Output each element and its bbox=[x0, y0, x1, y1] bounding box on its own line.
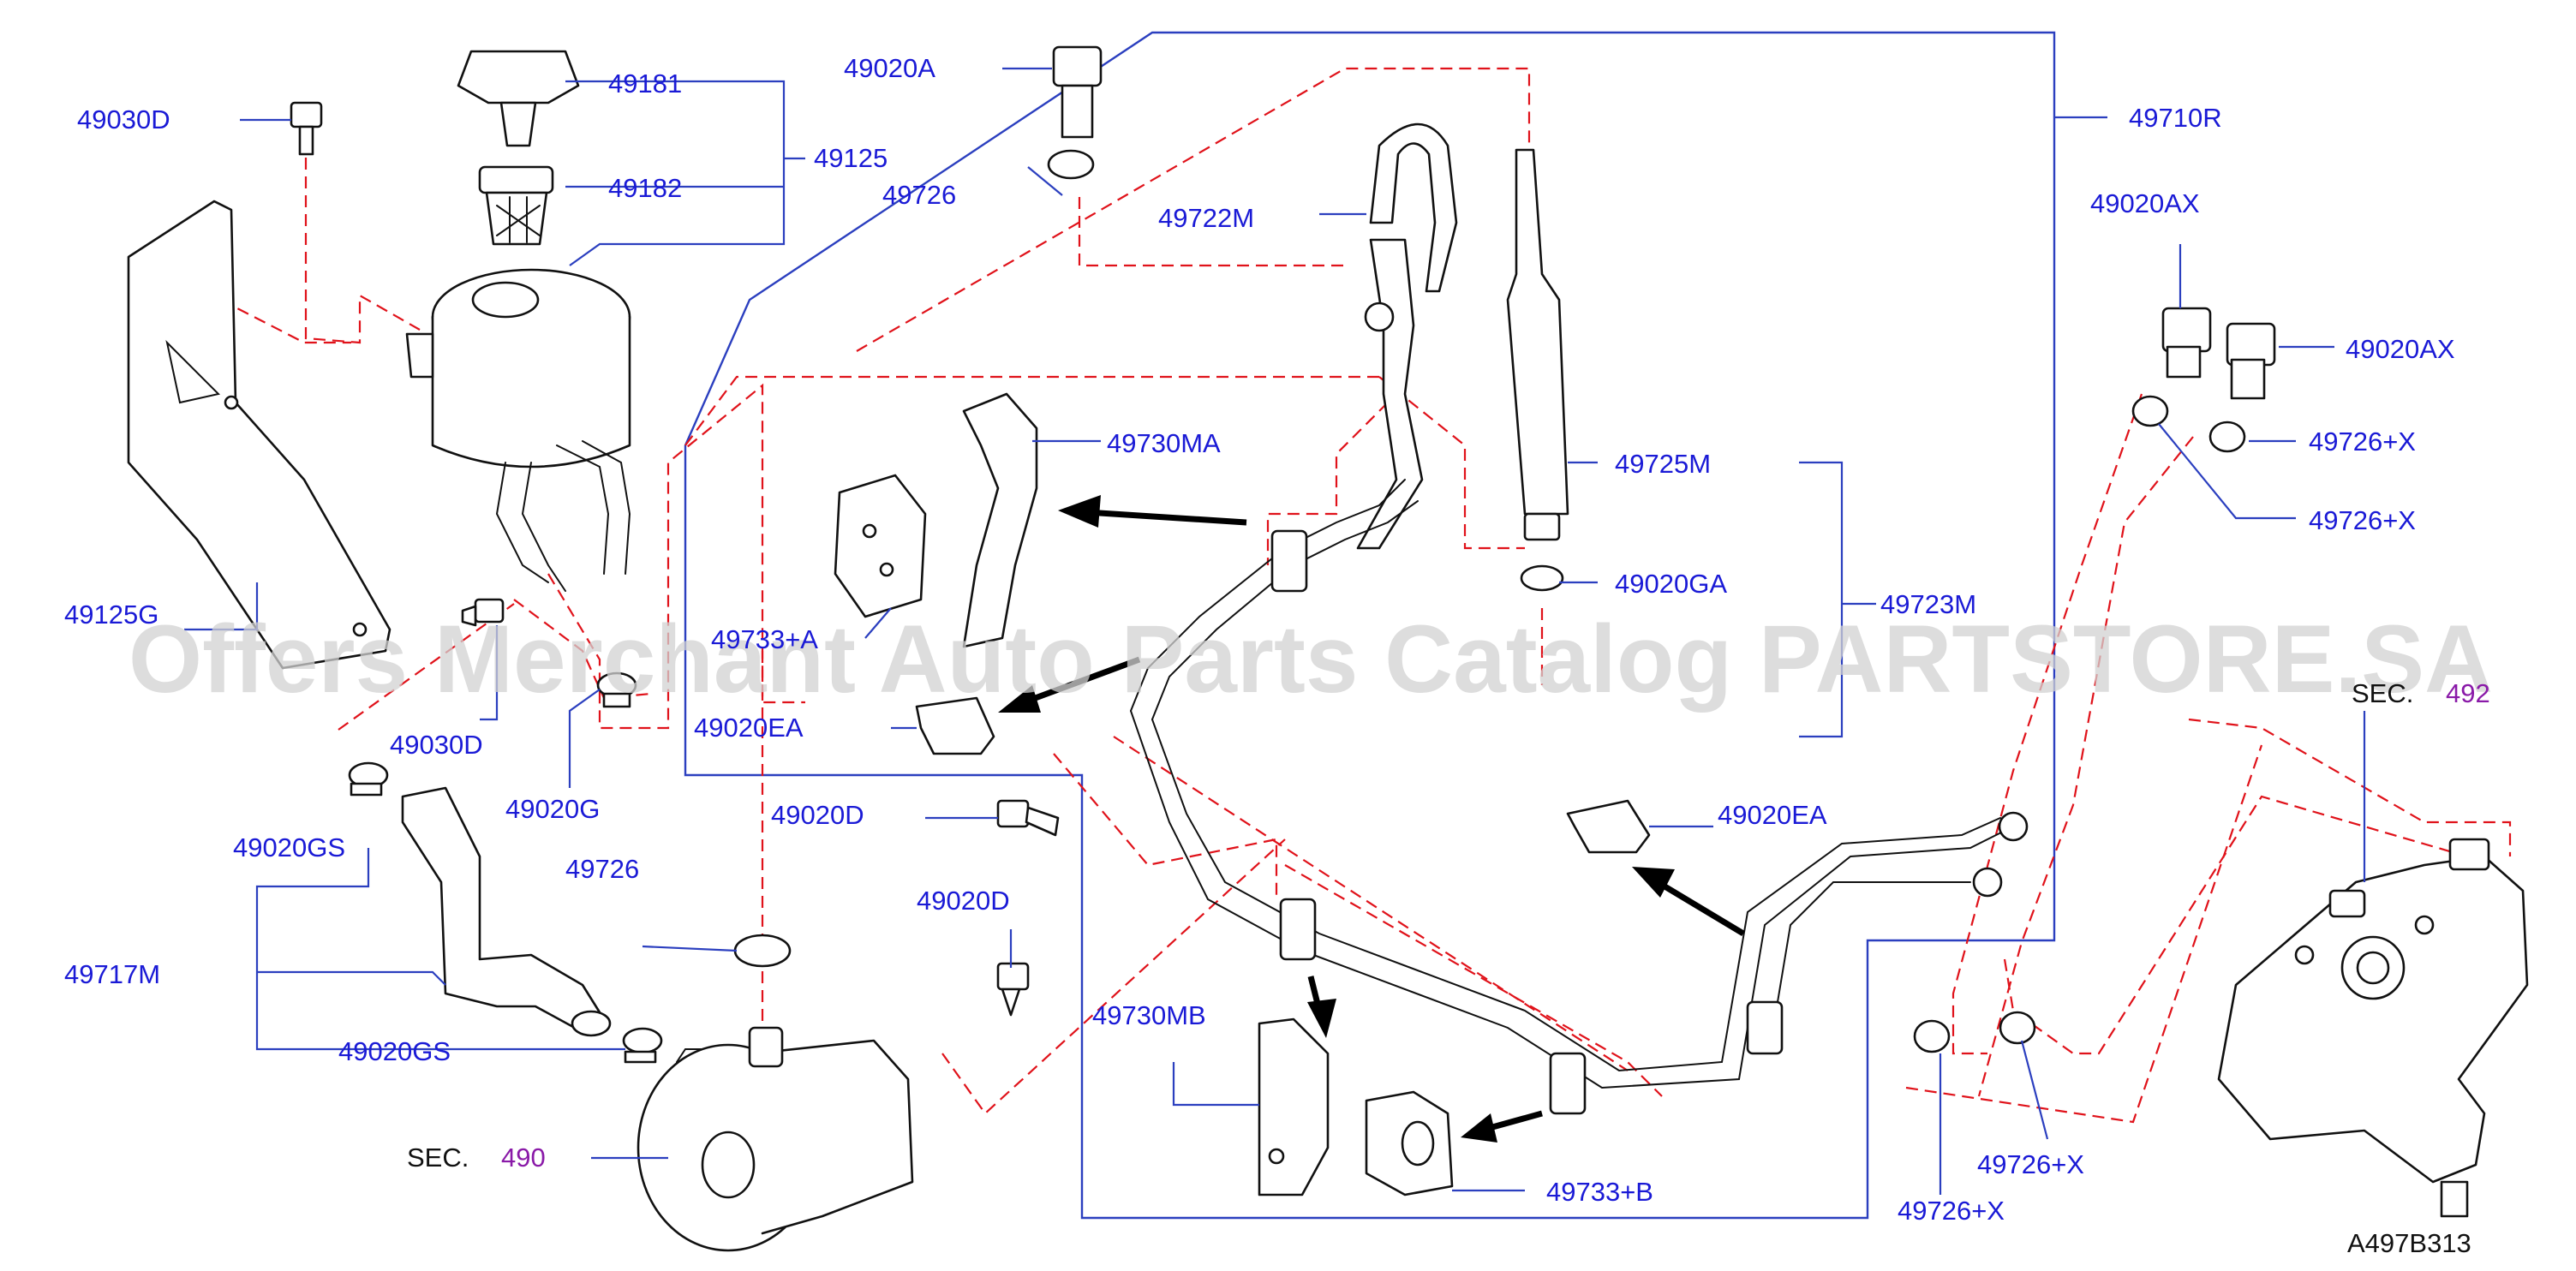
clip-49020EA-right bbox=[1566, 799, 1651, 854]
part-label-49030D-bottom[interactable]: 49030D bbox=[390, 730, 483, 760]
section-ref-490[interactable]: 490 bbox=[501, 1143, 546, 1173]
eye-bolt-49020AX-1 bbox=[2161, 307, 2212, 379]
section-prefix-pump: SEC. bbox=[407, 1143, 469, 1173]
group-frame-49710R bbox=[684, 31, 2056, 1220]
part-label-49733A[interactable]: 49733+A bbox=[711, 624, 818, 654]
clamp-49020GS-bottom bbox=[622, 1027, 663, 1064]
pressure-hose-49722M bbox=[1356, 122, 1458, 550]
part-label-49726X-1[interactable]: 49726+X bbox=[2309, 427, 2416, 456]
part-label-49710R[interactable]: 49710R bbox=[2129, 103, 2222, 133]
section-references: SEC. 490 SEC. 492 bbox=[407, 678, 2490, 1173]
reservoir-cap-49181 bbox=[457, 50, 580, 147]
insulator-49733A bbox=[834, 474, 927, 618]
part-label-49730MA[interactable]: 49730MA bbox=[1107, 428, 1221, 458]
reservoir-tank-49125 bbox=[405, 268, 631, 592]
part-label-49020D-upper[interactable]: 49020D bbox=[771, 800, 864, 830]
catalog-watermark: Offers Merchant Auto Parts Catalog PARTS… bbox=[129, 606, 2493, 713]
part-label-49020G[interactable]: 49020G bbox=[505, 794, 600, 824]
bolt-49030D-bottom bbox=[461, 598, 505, 627]
part-label-49726X-2[interactable]: 49726+X bbox=[2309, 505, 2416, 535]
clamp-49020GS-top bbox=[348, 761, 389, 797]
part-label-49125G[interactable]: 49125G bbox=[64, 600, 158, 630]
washer-49726X-3 bbox=[1913, 1019, 1951, 1053]
part-label-49020EA-right[interactable]: 49020EA bbox=[1718, 800, 1827, 830]
part-label-49181[interactable]: 49181 bbox=[608, 69, 682, 98]
return-hose-49725M bbox=[1506, 148, 1569, 541]
bracket-49125G bbox=[127, 200, 391, 670]
washer-49726X-1 bbox=[2131, 395, 2169, 427]
leader-lines bbox=[184, 67, 2366, 1195]
steering-gear-box bbox=[2217, 838, 2529, 1218]
section-prefix-gear: SEC. bbox=[2352, 678, 2413, 708]
part-label-49717M[interactable]: 49717M bbox=[64, 959, 160, 989]
part-labels: 49030D 49181 49125 49182 49125G 49030D 4… bbox=[64, 53, 2455, 1226]
washer-49726X-2 bbox=[2208, 421, 2246, 453]
eye-bolt-49020A bbox=[1052, 45, 1103, 139]
part-label-49726X-4[interactable]: 49726+X bbox=[1898, 1196, 2005, 1226]
suction-hose-49717M bbox=[401, 786, 612, 1037]
part-label-49725M[interactable]: 49725M bbox=[1615, 449, 1711, 479]
strainer-49182 bbox=[478, 165, 554, 246]
clamp-49020G bbox=[596, 671, 637, 708]
part-label-49020GS-top[interactable]: 49020GS bbox=[233, 832, 345, 862]
part-label-49020D-lower[interactable]: 49020D bbox=[917, 886, 1010, 916]
part-label-49182[interactable]: 49182 bbox=[608, 173, 682, 203]
bolt-49030D-top bbox=[290, 101, 323, 156]
part-label-49020AX-1[interactable]: 49020AX bbox=[2090, 188, 2200, 218]
part-label-49125[interactable]: 49125 bbox=[814, 143, 888, 173]
part-label-49723M[interactable]: 49723M bbox=[1880, 589, 1976, 619]
section-ref-492[interactable]: 492 bbox=[2446, 678, 2490, 708]
washer-49726X-4 bbox=[1999, 1011, 2036, 1045]
part-label-49030D-top[interactable]: 49030D bbox=[77, 104, 170, 134]
part-label-49733B[interactable]: 49733+B bbox=[1546, 1177, 1653, 1207]
diagram-code: A497B313 bbox=[2347, 1228, 2471, 1258]
washer-49726-mid bbox=[733, 934, 792, 968]
part-label-49020A[interactable]: 49020A bbox=[844, 53, 935, 83]
clip-49020EA-left bbox=[915, 696, 995, 755]
arrows bbox=[998, 495, 1745, 1143]
power-steering-pump bbox=[637, 1026, 914, 1252]
part-label-49020GA[interactable]: 49020GA bbox=[1615, 569, 1727, 599]
part-label-49730MB[interactable]: 49730MB bbox=[1092, 1000, 1206, 1030]
tube-assembly-49710R bbox=[1130, 479, 2029, 1115]
part-label-49726-top[interactable]: 49726 bbox=[882, 180, 956, 210]
insulator-49733B bbox=[1365, 1090, 1454, 1196]
part-label-49020GS-bottom[interactable]: 49020GS bbox=[338, 1036, 451, 1066]
clamp-49020GA bbox=[1520, 564, 1564, 592]
washer-49726-top bbox=[1047, 149, 1095, 180]
part-label-49726X-3[interactable]: 49726+X bbox=[1977, 1149, 2084, 1179]
clip-49730MA bbox=[962, 392, 1038, 648]
part-label-49020AX-2[interactable]: 49020AX bbox=[2346, 334, 2455, 364]
hidden-lines bbox=[136, 67, 2512, 1124]
part-label-49726-mid[interactable]: 49726 bbox=[565, 854, 639, 884]
eye-bolt-49020AX-2 bbox=[2226, 322, 2276, 400]
bolt-49020D-upper bbox=[996, 799, 1060, 837]
bolt-49020D-lower bbox=[996, 962, 1030, 1017]
clip-49730MB bbox=[1258, 1017, 1330, 1196]
part-label-49020EA-left[interactable]: 49020EA bbox=[694, 713, 804, 743]
part-label-49722M[interactable]: 49722M bbox=[1158, 203, 1254, 233]
